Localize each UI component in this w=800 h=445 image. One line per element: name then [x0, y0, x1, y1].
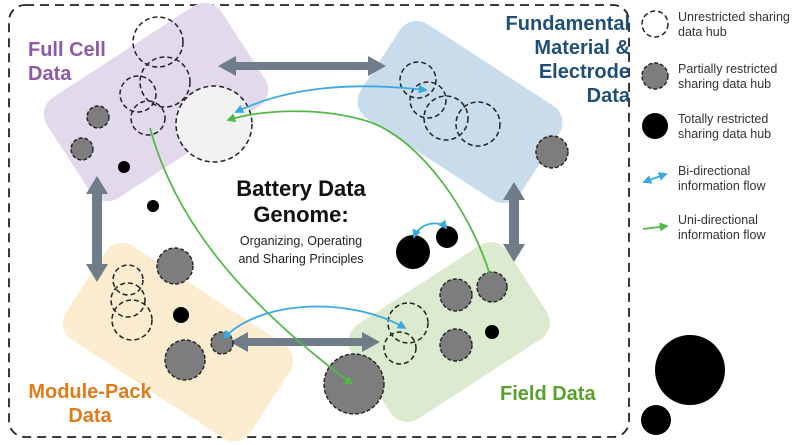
- partially-restricted-hub: [323, 353, 385, 415]
- label-line: Fundamental: [505, 13, 630, 35]
- center-subtitle: Organizing, Operating and Sharing Princi…: [196, 232, 406, 268]
- totally-restricted-hub: [655, 335, 725, 405]
- label-line: Field Data: [500, 383, 596, 405]
- gray-arrow-bottom: [230, 332, 380, 352]
- totally-restricted-hub: [436, 226, 458, 248]
- legend-line: Partially restricted: [678, 62, 778, 76]
- partially-restricted-hub: [156, 247, 194, 285]
- label-line: Data: [68, 405, 112, 427]
- subtitle-line: and Sharing Principles: [238, 252, 364, 266]
- legend-line: Totally restricted: [678, 112, 769, 126]
- legend-item-bi-directional: Bi-directional information flow: [678, 164, 800, 194]
- label-line: Data: [28, 63, 72, 85]
- full-cell-region: [43, 2, 269, 202]
- totally-restricted-hub: [118, 161, 130, 173]
- unrestricted-hub: [175, 85, 253, 163]
- legend-line: Bi-directional: [678, 164, 751, 178]
- partially-restricted-hub: [210, 331, 234, 355]
- totally-restricted-hub: [396, 235, 430, 269]
- unrestricted-hub: [132, 16, 184, 68]
- partially-restricted-hub: [70, 137, 94, 161]
- module-pack-hubs: [110, 247, 234, 381]
- uni-directional-arrow-icon: [642, 222, 669, 232]
- partially-restricted-hub: [439, 278, 473, 312]
- partially-restricted-hub: [439, 328, 473, 362]
- legend-item-unrestricted: Unrestricted sharing data hub: [678, 10, 800, 40]
- label-line: Module-Pack: [28, 381, 152, 403]
- legend-line: data hub: [678, 25, 727, 39]
- bi-arrow-module-field: [222, 305, 407, 340]
- legend-icons: [641, 10, 669, 232]
- partially-restricted-hub: [535, 135, 569, 169]
- label-line: Material &: [534, 37, 630, 59]
- totally-restricted-hub-icon: [642, 113, 668, 139]
- module-pack-label: Module-Pack Data: [24, 380, 156, 428]
- unrestricted-hub: [387, 302, 429, 344]
- unrestricted-hub: [130, 100, 166, 136]
- uni-arrow-fullcell-to-field: [149, 127, 354, 386]
- full-cell-hubs: [70, 16, 253, 212]
- unrestricted-hub: [423, 95, 469, 141]
- gray-arrow-right: [503, 182, 525, 262]
- totally-restricted-hub: [147, 200, 159, 212]
- legend-item-uni-directional: Uni-directional information flow: [678, 213, 800, 243]
- bi-directional-arrow-icon: [642, 172, 668, 184]
- legend-line: sharing data hub: [678, 127, 772, 141]
- legend-line: information flow: [678, 179, 766, 193]
- unrestricted-hub: [119, 75, 157, 113]
- partially-restricted-hub: [476, 271, 508, 303]
- label-line: Electrode: [538, 61, 630, 83]
- legend-item-totally-restricted: Totally restricted sharing data hub: [678, 112, 800, 142]
- totally-restricted-hub: [485, 325, 499, 339]
- unrestricted-hub: [455, 101, 501, 147]
- unrestricted-hub: [139, 56, 191, 108]
- bi-directional-arrows: [222, 84, 448, 340]
- legend-line: sharing data hub: [678, 77, 772, 91]
- title-line: Battery Data: [236, 176, 366, 201]
- fundamental-hubs: [399, 61, 569, 169]
- unrestricted-hub: [111, 299, 153, 341]
- center-title: Battery Data Genome:: [196, 176, 406, 228]
- legend-line: information flow: [678, 228, 766, 242]
- partially-restricted-hub-icon: [641, 62, 669, 90]
- partially-restricted-hub: [86, 105, 110, 129]
- gray-arrow-left: [86, 176, 108, 282]
- field-hubs: [323, 271, 508, 415]
- gray-arrow-top: [218, 56, 386, 76]
- legend-line: Uni-directional: [678, 213, 758, 227]
- subtitle-line: Organizing, Operating: [239, 234, 363, 248]
- partially-restricted-hub: [164, 339, 206, 381]
- bi-arrow-fundamental-fullcell: [234, 84, 428, 113]
- label-line: Full Cell: [28, 39, 106, 61]
- totally-restricted-hub: [641, 405, 671, 435]
- legend-item-partially-restricted: Partially restricted sharing data hub: [678, 62, 800, 92]
- bi-arrow-center: [412, 219, 448, 239]
- gray-double-arrows: [86, 56, 525, 352]
- full-cell-label: Full Cell Data: [28, 38, 106, 86]
- unrestricted-hub: [110, 282, 146, 318]
- unrestricted-hub-icon: [641, 10, 669, 38]
- label-line: Data: [586, 85, 630, 107]
- unrestricted-hub: [112, 264, 144, 296]
- legend-line: Unrestricted sharing: [678, 10, 790, 24]
- totally-restricted-hub: [173, 307, 189, 323]
- fundamental-label: Fundamental Material & Electrode Data: [470, 12, 630, 108]
- diagram-frame: [8, 4, 630, 438]
- field-label: Field Data: [500, 382, 596, 406]
- title-line: Genome:: [253, 202, 349, 227]
